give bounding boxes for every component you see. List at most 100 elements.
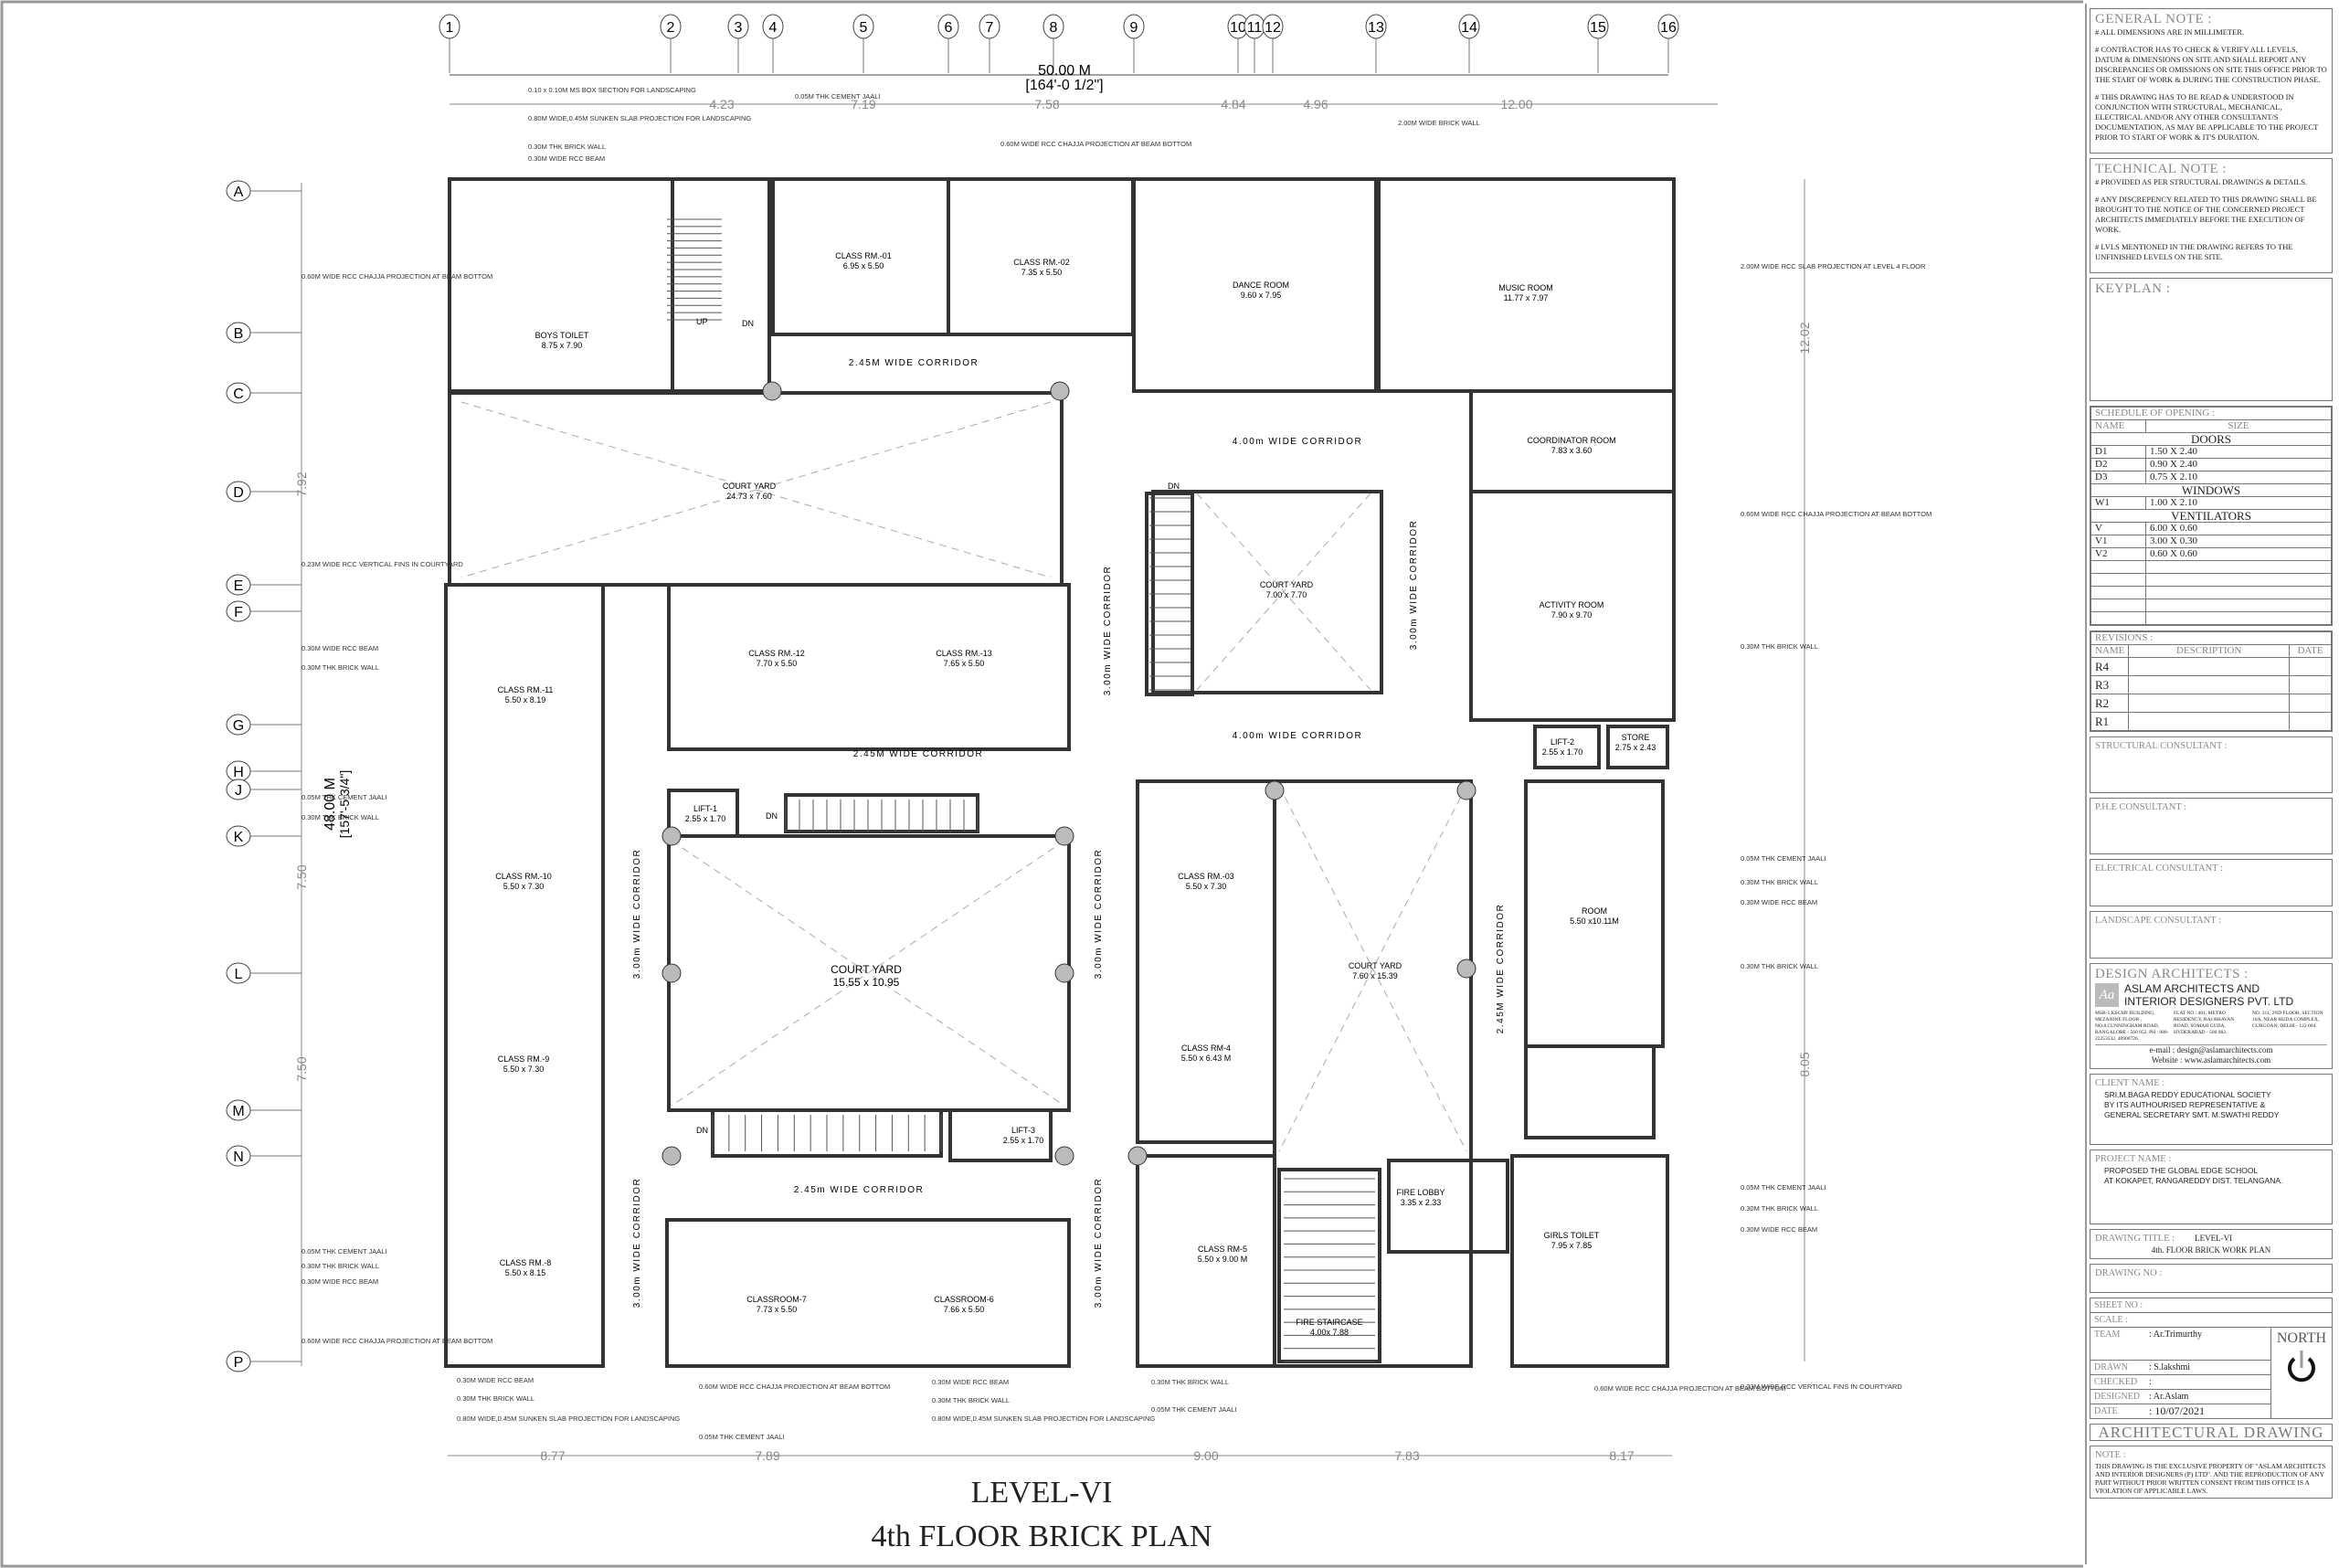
client-line: SRI.M.BAGA REDDY EDUCATIONAL SOCIETY [2104,1090,2271,1099]
corridor-label: 3.00m WIDE CORRIDOR [632,1178,642,1308]
room-size: 3.35 x 2.33 [1401,1198,1442,1207]
column [1456,959,1476,979]
grid-row-label: G [233,718,244,734]
revision-row: R1 [2090,712,2332,731]
consultant-heading: LANDSCAPE CONSULTANT : [2095,916,2222,926]
staircase [1284,1178,1375,1362]
schedule-heading: SCHEDULE OF OPENING : [2090,407,2332,420]
architect-website[interactable]: Website : www.aslamarchitects.com [2151,1055,2271,1065]
office-address: FLAT NO : 401, METRO RESIDENCY, RAJ BHAV… [2174,1011,2235,1035]
grid-column-label: 3 [735,20,743,36]
drawing-no-label: DRAWING NO : [2095,1268,2163,1278]
staircase [1149,497,1191,691]
corridor-label: 3.00m WIDE CORRIDOR [1103,566,1113,695]
scale-label: SCALE : [2094,1315,2128,1325]
annotation-note: 0.30M THK BRICK WALL [1741,1204,1818,1213]
office-address: MSB-1,KSCMF BUILDING, MEZANINE FLOOR , N… [2095,1011,2169,1042]
note-heading: NOTE : [2095,1450,2126,1460]
office-address: NO. 311, 2ND FLOOR, SECTION 10A, NEAR HU… [2252,1011,2323,1029]
grid-row-label: J [235,783,242,799]
staircase [712,1115,942,1151]
north-indicator: NORTH [2271,1328,2332,1418]
schedule-empty-row [2090,560,2332,574]
sheet-no-label: SHEET NO : [2094,1300,2143,1310]
corridor-label: 2.45M WIDE CORRIDOR [1496,904,1506,1033]
grid-bubble [226,714,251,736]
room-name: CLASSROOM-6 [934,1295,994,1304]
room-name: ACTIVITY ROOM [1540,600,1604,609]
grid-bubble [226,382,251,404]
annotation-note: 0.05M THK CEMENT JAALI [302,793,387,801]
grid-bubble [226,180,251,202]
grid-column-label: 16 [1660,20,1677,36]
grid-bubble [1123,14,1145,39]
grid-bubble [1657,14,1679,39]
courtyard-diagonal [671,840,1065,1107]
consultant-heading: ELECTRICAL CONSULTANT : [2095,863,2223,874]
drawing-category: ARCHITECTURAL DRAWING [2090,1424,2333,1441]
checked-label: CHECKED [2094,1377,2138,1387]
left-dimension: 7.92 [294,471,309,496]
grid-row-label: N [233,1150,244,1165]
schedule-cell: D3 [2090,471,2146,484]
wall [1533,725,1601,769]
annotation-note: 0.05M THK CEMENT JAALI [302,1247,387,1255]
grid-column-label: 12 [1265,20,1281,36]
room-size: 7.35 x 5.50 [1021,268,1063,277]
grid-row-label: D [233,485,244,501]
grid-row-label: A [234,185,244,200]
annotation-note: 0.30M THK BRICK WALL [302,663,379,672]
architect-name: INTERIOR DESIGNERS PVT. LTD [2124,995,2294,1008]
room-name: CLASS RM.-12 [748,649,805,658]
revision-row: R2 [2090,694,2332,713]
annotation-note: 0.05M THK CEMENT JAALI [699,1433,785,1441]
room-size: 7.60 x 15.39 [1352,971,1398,980]
room-name: FIRE STAIRCASE [1296,1318,1362,1327]
grid-column-label: 5 [860,20,868,36]
right-dimension: 12.02 [1797,322,1812,354]
annotation-note: 0.80M WIDE,0.45M SUNKEN SLAB PROJECTION … [528,114,751,122]
room-name: COURT YARD [1349,961,1402,970]
grid-bubble [1365,14,1387,39]
room-size: 5.50 x 7.30 [1186,882,1227,891]
general-note-heading: GENERAL NOTE : [2095,12,2213,26]
schedule-cell: 3.00 X 0.30 [2145,535,2332,548]
annotation-note: 0.30M WIDE RCC BEAM [932,1378,1009,1386]
corridor-label: 2.45m WIDE CORRIDOR [794,1185,924,1195]
grid-bubble [226,574,251,596]
wall [1387,1159,1509,1254]
schedule-section: DOORS [2090,432,2332,446]
room-name: GIRLS TOILET [1544,1231,1600,1240]
schedule-cell: W1 [2090,496,2146,510]
wall [1151,490,1383,694]
wall [448,177,674,393]
keyplan: KEYPLAN : [2090,278,2333,401]
drawn-value: : S.lakshmi [2149,1362,2191,1372]
room-name: CLASS RM-5 [1198,1245,1247,1254]
room-size: 5.50 x 7.30 [503,882,545,891]
project-name: PROJECT NAME : PROPOSED THE GLOBAL EDGE … [2090,1150,2333,1224]
wall [948,1108,1053,1162]
grid-bubble [226,1351,251,1372]
stair-down-label: DN [696,1126,708,1135]
architect-name: ASLAM ARCHITECTS AND [2124,982,2260,995]
sheet-info: SHEET NO : SCALE : TEAM: Ar.Trimurthy DR… [2090,1298,2333,1419]
room-size: 7.70 x 5.50 [757,659,798,668]
annotation-note: 0.30M WIDE RCC BEAM [1741,898,1817,906]
wall [667,583,1071,751]
room-name: CLASS RM.-10 [495,872,552,881]
overall-depth: 48.00 M [323,778,338,831]
architect-email[interactable]: e-mail : design@aslamarchitects.com [2149,1045,2273,1054]
grid-column-label: 7 [986,20,994,36]
revision-row: R3 [2090,675,2332,694]
grid-bubble [937,14,959,39]
team-label: TEAM [2094,1330,2121,1340]
wall [665,1218,1071,1368]
schedule-empty-row [2090,611,2332,625]
grid-bubble [1262,14,1284,39]
schedule-cell: 0.90 X 2.40 [2145,458,2332,471]
